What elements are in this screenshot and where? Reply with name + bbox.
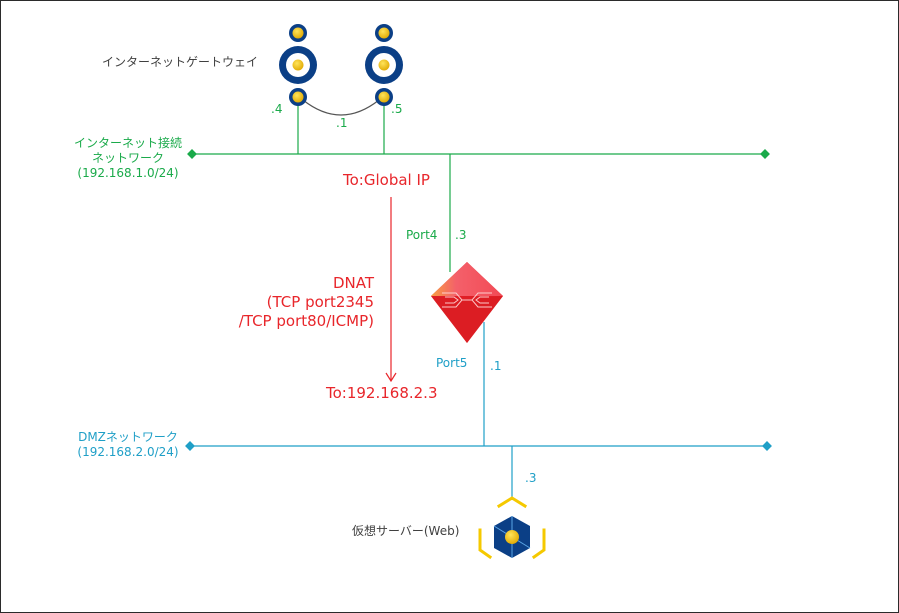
dmz-network-label: DMZネットワーク (192.168.2.0/24) xyxy=(66,430,190,460)
dmz-network-line xyxy=(185,441,772,451)
internet-network-cidr: (192.168.1.0/24) xyxy=(77,166,179,180)
nat-rule-label: DNAT (TCP port2345 /TCP port80/ICMP) xyxy=(218,274,374,330)
internet-gateway-icon-left xyxy=(279,24,317,106)
nat-title: DNAT xyxy=(332,274,374,292)
nat-rule-line1: (TCP port2345 xyxy=(266,292,374,311)
dmz-network-name: DMZネットワーク xyxy=(78,430,178,444)
endpoint-left xyxy=(187,149,197,159)
internet-gateway-icon-right xyxy=(365,24,403,106)
endpoint-right xyxy=(760,149,770,159)
internet-network-name-line2: ネットワーク xyxy=(91,151,164,165)
virtual-server-icon xyxy=(478,496,546,560)
endpoint-left xyxy=(185,441,195,451)
internet-network-label: インターネット接続 ネットワーク (192.168.1.0/24) xyxy=(66,136,190,181)
nat-arrow xyxy=(385,197,397,383)
firewall-port4-ip: .3 xyxy=(455,228,467,242)
dmz-network-cidr: (192.168.2.0/24) xyxy=(77,445,179,459)
gateway-left-ip: .4 xyxy=(271,102,283,116)
endpoint-right xyxy=(762,441,772,451)
virtual-server-label: 仮想サーバー(Web) xyxy=(352,524,460,538)
nat-rule-line2: /TCP port80/ICMP) xyxy=(238,311,374,330)
gateway-redundancy-arc xyxy=(302,99,380,116)
internet-gateway-label: インターネットゲートウェイ xyxy=(102,55,259,69)
firewall-port4-label: Port4 xyxy=(406,228,438,242)
nat-to-label: To:192.168.2.3 xyxy=(326,384,438,402)
internet-network-name-line1: インターネット接続 xyxy=(73,136,182,150)
firewall-icon xyxy=(431,262,503,343)
gateway-right-ip: .5 xyxy=(391,102,403,116)
server-ip: .3 xyxy=(525,471,537,485)
gateway-link-ip: .1 xyxy=(336,116,348,130)
firewall-port5-label: Port5 xyxy=(436,356,468,370)
internet-network-line xyxy=(187,149,770,159)
firewall-port5-ip: .1 xyxy=(490,359,502,373)
nat-from-label: To:Global IP xyxy=(343,171,430,189)
